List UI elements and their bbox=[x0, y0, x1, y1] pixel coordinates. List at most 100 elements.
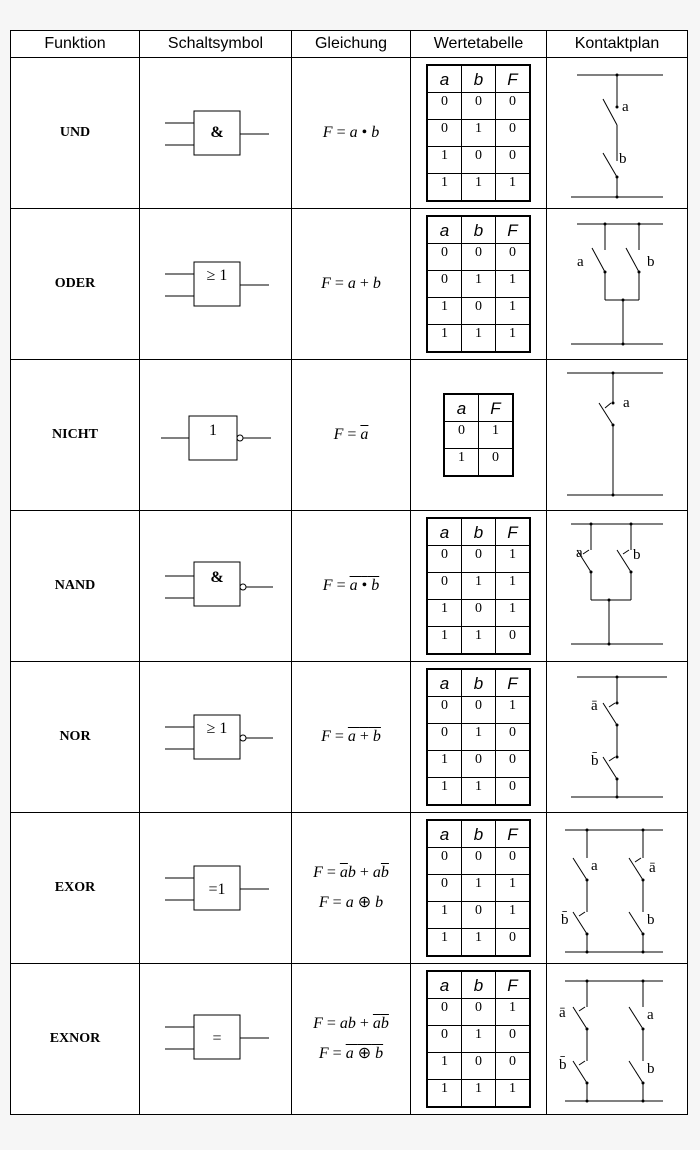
tt-cell: 0 bbox=[426, 572, 462, 600]
tt-cell: 1 bbox=[461, 723, 496, 751]
tt-header: F bbox=[495, 668, 531, 697]
tt-header: b bbox=[461, 668, 496, 697]
equation-nand: F = a • b bbox=[322, 577, 380, 594]
tt-cell: 1 bbox=[461, 270, 496, 298]
equation-cell: F = a • b bbox=[291, 510, 411, 662]
tt-cell: 0 bbox=[495, 1052, 531, 1080]
contact-plan-cell: a bbox=[546, 359, 688, 511]
tt-header: F bbox=[495, 970, 531, 999]
function-name: EXNOR bbox=[10, 963, 140, 1115]
xnor-gate-icon: = bbox=[164, 1014, 269, 1060]
tt-header: F bbox=[495, 64, 531, 93]
or-gate-icon: ≥ 1 bbox=[164, 261, 269, 307]
gate-symbol-cell: 1 bbox=[139, 359, 292, 511]
contact-label: a bbox=[647, 1007, 654, 1023]
equation-cell: F = ab + ab F = a ⊕ b bbox=[291, 963, 411, 1115]
tt-cell: 0 bbox=[426, 1025, 462, 1053]
tt-cell: 0 bbox=[461, 599, 496, 627]
tt-cell: 0 bbox=[495, 928, 531, 957]
header-row: Funktion Schaltsymbol Gleichung Wertetab… bbox=[10, 30, 688, 58]
header-truth-table: Wertetabelle bbox=[410, 30, 547, 58]
tt-cell: 0 bbox=[461, 545, 496, 573]
gate-label: & bbox=[210, 124, 223, 141]
tt-cell: 0 bbox=[461, 146, 496, 174]
tt-cell: 1 bbox=[461, 626, 496, 655]
tt-header: b bbox=[461, 970, 496, 999]
gate-symbol-cell: ≥ 1 bbox=[139, 661, 292, 813]
tt-cell: 1 bbox=[495, 270, 531, 298]
tt-cell: 1 bbox=[478, 421, 514, 449]
tt-cell: 1 bbox=[495, 901, 531, 929]
tt-cell: 1 bbox=[495, 297, 531, 325]
tt-header: F bbox=[495, 819, 531, 848]
contact-label: a bbox=[622, 99, 629, 115]
tt-cell: 0 bbox=[426, 874, 462, 902]
contact-plan-diagram: ā a b̄ b bbox=[559, 979, 663, 1103]
function-name: NICHT bbox=[10, 359, 140, 511]
and-gate-icon: & bbox=[164, 110, 269, 156]
tt-cell: 1 bbox=[426, 777, 462, 806]
function-name: UND bbox=[10, 57, 140, 209]
gate-symbol-cell: & bbox=[139, 57, 292, 209]
xor-gate-icon: =1 bbox=[164, 865, 269, 911]
tt-cell: 1 bbox=[495, 572, 531, 600]
function-name: ODER bbox=[10, 208, 140, 360]
function-name: EXOR bbox=[10, 812, 140, 964]
tt-cell: 0 bbox=[461, 696, 496, 724]
tt-cell: 1 bbox=[426, 750, 462, 778]
contact-plan-cell: a b bbox=[546, 57, 688, 209]
tt-cell: 1 bbox=[461, 1025, 496, 1053]
tt-cell: 1 bbox=[495, 874, 531, 902]
tt-cell: 1 bbox=[461, 1079, 496, 1108]
tt-cell: 1 bbox=[426, 901, 462, 929]
tt-cell: 0 bbox=[495, 92, 531, 120]
equation-exor-sum: F = ab + ab bbox=[313, 864, 389, 881]
tt-cell: 1 bbox=[426, 297, 462, 325]
tt-cell: 1 bbox=[461, 324, 496, 353]
tt-cell: 1 bbox=[461, 173, 496, 202]
tt-cell: 0 bbox=[426, 847, 462, 875]
contact-label: b bbox=[647, 1061, 655, 1077]
equation-cell: F = ab + ab F = a ⊕ b bbox=[291, 812, 411, 964]
contact-label: b̄ bbox=[591, 753, 599, 769]
header-function: Funktion bbox=[10, 30, 140, 58]
logic-gates-table: Funktion Schaltsymbol Gleichung Wertetab… bbox=[10, 30, 688, 1115]
equation-cell: F = a • b bbox=[291, 57, 411, 209]
tt-cell: 0 bbox=[495, 777, 531, 806]
contact-label: ā bbox=[649, 860, 656, 876]
not-gate-icon: 1 bbox=[160, 415, 271, 461]
contact-plan-diagram: a ā b̄ b bbox=[561, 828, 663, 954]
contact-plan-diagram: a b bbox=[571, 73, 663, 199]
gate-label: ≥ 1 bbox=[206, 720, 227, 737]
contact-label: a bbox=[591, 858, 598, 874]
tt-cell: 0 bbox=[495, 847, 531, 875]
tt-cell: 0 bbox=[495, 750, 531, 778]
contact-plan-cell: a ā b̄ b bbox=[546, 812, 688, 964]
tt-cell: 0 bbox=[426, 998, 462, 1026]
tt-header: a bbox=[426, 668, 462, 697]
gate-label: & bbox=[210, 569, 223, 586]
gate-symbol-cell: ≥ 1 bbox=[139, 208, 292, 360]
tt-cell: 1 bbox=[426, 928, 462, 957]
header-symbol: Schaltsymbol bbox=[139, 30, 292, 58]
tt-cell: 1 bbox=[426, 324, 462, 353]
tt-cell: 0 bbox=[426, 723, 462, 751]
gate-symbol-cell: = bbox=[139, 963, 292, 1115]
tt-cell: 1 bbox=[495, 998, 531, 1026]
tt-cell: 0 bbox=[495, 243, 531, 271]
tt-header: a bbox=[426, 517, 462, 546]
tt-cell: 1 bbox=[426, 599, 462, 627]
tt-cell: 0 bbox=[495, 723, 531, 751]
equation-und: F = a • b bbox=[322, 124, 380, 141]
function-name: NAND bbox=[10, 510, 140, 662]
tt-header: a bbox=[426, 819, 462, 848]
